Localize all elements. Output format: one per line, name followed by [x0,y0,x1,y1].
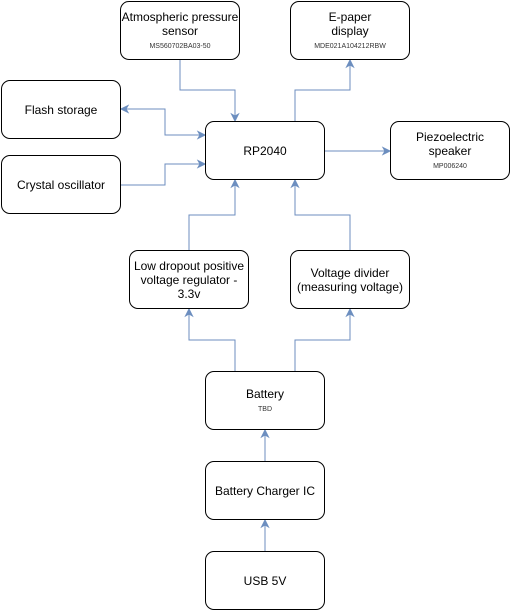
edge-rp2040-to-speaker-arrowhead [381,146,392,156]
edge-crystal-to-rp2040-arrowhead [196,159,207,169]
node-battery-title: Battery [245,387,284,401]
node-battery-charger: Battery Charger IC [205,461,325,520]
edge-charger-to-battery-arrowhead [260,428,270,439]
node-crystal-oscillator: Crystal oscillator [1,155,121,214]
edge-battery-to-divider [294,309,351,371]
node-epaper-display-part: MDE021A104212RBW [314,43,386,50]
edge-ldo-to-rp2040 [188,180,236,250]
node-piezo-speaker-title: Piezoelectric speaker [415,130,485,158]
node-ldo-regulator-title: Low dropout positive voltage regulator -… [133,258,245,301]
edge-rp2040-to-epaper [294,60,351,121]
edge-ldo-to-rp2040-arrowhead [230,178,240,189]
node-usb-5v-title: USB 5V [243,573,287,588]
node-epaper-display-title: E-paper display [328,10,372,38]
node-voltage-divider: Voltage divider (measuring voltage) [290,250,410,309]
edge-flash-rp2040-arrowhead [196,130,207,140]
node-rp2040-title: RP2040 [243,143,287,158]
edge-divider-to-rp2040-arrowhead [290,178,300,189]
node-piezo-speaker-part: MP006240 [433,163,467,170]
edge-pressure-to-rp2040 [179,60,236,121]
edge-crystal-to-rp2040 [121,163,205,186]
edge-flash-rp2040 [121,108,205,136]
node-crystal-oscillator-title: Crystal oscillator [16,177,106,192]
edge-battery-to-ldo-arrowhead [184,307,194,318]
node-battery-part: TBD [258,406,272,413]
node-flash-storage-title: Flash storage [24,102,98,117]
edge-rp2040-to-epaper-arrowhead [345,58,355,69]
node-epaper-display: E-paper display MDE021A104212RBW [290,1,410,60]
node-voltage-divider-title: Voltage divider (measuring voltage) [296,265,404,294]
node-pressure-sensor-part: MS560702BA03-50 [149,43,211,50]
node-rp2040: RP2040 [205,121,325,180]
node-usb-5v: USB 5V [205,551,325,610]
node-ldo-regulator: Low dropout positive voltage regulator -… [129,250,249,309]
node-flash-storage: Flash storage [1,80,121,139]
node-pressure-sensor: Atmospheric pressure sensor MS560702BA03… [120,1,240,60]
edge-flash-rp2040-start-arrowhead [119,104,130,114]
edge-divider-to-rp2040 [294,180,351,250]
node-battery-charger-title: Battery Charger IC [214,483,316,498]
node-pressure-sensor-title: Atmospheric pressure sensor [121,10,239,38]
edge-pressure-to-rp2040-arrowhead [230,112,240,123]
node-piezo-speaker: Piezoelectric speaker MP006240 [390,121,510,180]
edge-battery-to-divider-arrowhead [345,307,355,318]
node-battery: Battery TBD [205,371,325,430]
edge-usb-to-charger-arrowhead [260,518,270,529]
edge-battery-to-ldo [188,309,236,371]
